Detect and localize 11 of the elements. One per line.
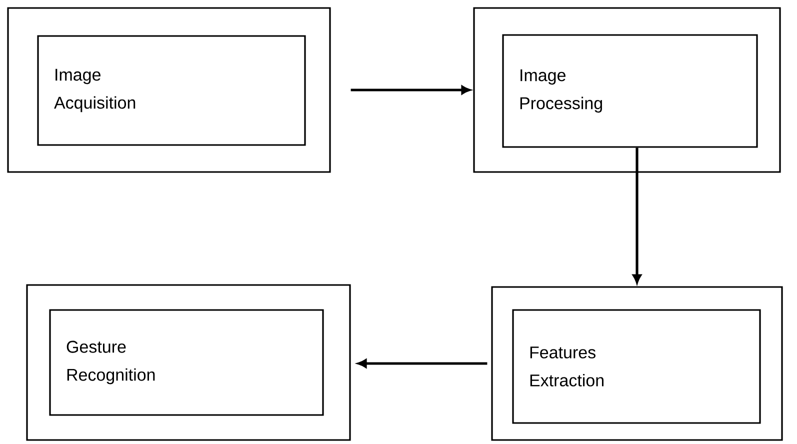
outer-frame bbox=[491, 286, 783, 441]
process-box: Image Acquisition bbox=[37, 35, 306, 146]
outer-frame bbox=[473, 7, 781, 173]
process-box: Image Processing bbox=[502, 34, 758, 148]
arrow bbox=[632, 148, 642, 284]
process-box: Features Extraction bbox=[512, 309, 761, 424]
arrow bbox=[358, 359, 488, 368]
outer-frame bbox=[26, 284, 351, 441]
outer-frame bbox=[7, 7, 331, 173]
arrow bbox=[350, 86, 470, 94]
process-box: Gesture Recognition bbox=[49, 309, 324, 416]
